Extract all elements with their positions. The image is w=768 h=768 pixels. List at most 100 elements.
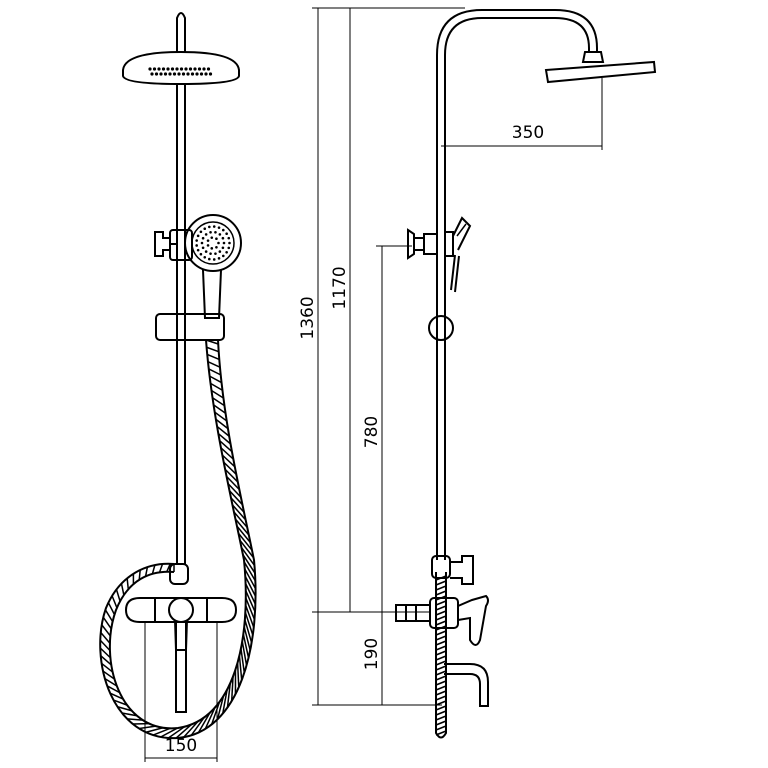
- hose-hatch-line: [102, 670, 115, 680]
- side-hose-hatch-line: [435, 655, 447, 661]
- side-hose: [435, 572, 447, 739]
- nozzle-dot: [190, 72, 195, 76]
- hose-hatch-line: [109, 692, 124, 700]
- hose-hatch-line: [228, 490, 243, 506]
- nozzle-dot: [221, 246, 225, 250]
- hose-hatch-line: [225, 475, 240, 491]
- front-hose-connector: [169, 563, 189, 585]
- hose-hatch-line: [197, 712, 211, 733]
- nozzle-dot: [227, 246, 231, 250]
- hose-hatch-line: [244, 619, 253, 643]
- hose-hatch-line: [138, 569, 141, 580]
- hose-hatch-line: [217, 432, 232, 445]
- nozzle-dot: [201, 236, 205, 240]
- dim-label-350: 350: [512, 123, 544, 143]
- side-hose-hatch-line: [435, 730, 447, 736]
- hose-hatch-line: [102, 616, 112, 630]
- hose-hatch-line: [245, 590, 256, 613]
- side-hose-hatch-line: [435, 590, 447, 596]
- hose-hatch-line: [152, 727, 171, 736]
- nozzle-dot: [172, 72, 177, 76]
- nozzle-dot: [204, 233, 208, 236]
- nozzle-dot: [204, 250, 208, 253]
- front-lower-bracket: [155, 313, 225, 341]
- nozzle-dot: [221, 236, 225, 240]
- dim-arm-reach: 350: [441, 78, 603, 150]
- rain-head-nozzles: [148, 67, 213, 76]
- hose-hatch-line: [239, 539, 255, 559]
- nozzle-dot: [157, 67, 161, 71]
- hose-hatch-line: [101, 662, 114, 673]
- hose-hatch-line: [207, 361, 221, 368]
- hose-hatch-line: [115, 589, 121, 602]
- nozzle-dot: [154, 72, 159, 76]
- nozzle-dot: [200, 241, 204, 245]
- nozzle-dot: [201, 246, 205, 250]
- hose-hatch-line: [215, 418, 229, 430]
- side-hose-hatch-line: [435, 675, 447, 681]
- hose-hatch-line: [209, 375, 222, 384]
- nozzle-dot: [206, 239, 210, 242]
- hose-hatch-line: [160, 727, 178, 738]
- nozzle-dot: [177, 72, 181, 76]
- hose-hatch-line: [213, 404, 226, 414]
- nozzle-dot: [206, 244, 210, 247]
- side-arm-inner: [444, 17, 590, 560]
- hose-hatch-line: [219, 440, 233, 453]
- nozzle-dot: [175, 67, 179, 71]
- hose-hatch-line: [100, 655, 112, 666]
- nozzle-dot: [215, 246, 218, 249]
- dim-label-1170: 1170: [330, 266, 350, 309]
- side-hose-hatch-line: [435, 700, 447, 706]
- nozzle-dot: [227, 236, 231, 240]
- nozzle-dot: [188, 67, 193, 71]
- hose-hatch-line: [214, 411, 228, 422]
- dim-inlet-spacing: 150: [144, 622, 218, 762]
- hose-hatch-line: [139, 725, 157, 730]
- side-hose-hatch-line: [435, 610, 447, 616]
- vertical-dimensions: 1360 1170 780 190: [298, 7, 465, 706]
- nozzle-dot: [210, 247, 214, 250]
- hose-hatch-line: [216, 425, 230, 437]
- hose-hatch-line: [237, 532, 253, 551]
- hose-hatch-line: [236, 662, 240, 688]
- hose-hatch-line: [206, 346, 219, 353]
- nozzle-dot: [203, 227, 207, 231]
- nozzle-dot: [170, 67, 175, 71]
- nozzle-dot: [199, 72, 204, 76]
- side-hose-hatch-line: [435, 660, 447, 666]
- nozzle-dot: [168, 72, 172, 76]
- nozzle-dot: [195, 244, 198, 247]
- nozzle-dot: [186, 72, 190, 76]
- nozzle-dot: [222, 241, 226, 245]
- nozzle-dot: [204, 72, 208, 76]
- nozzle-dot: [152, 67, 157, 71]
- side-hose-hatch-line: [435, 725, 447, 731]
- nozzle-dot: [203, 255, 207, 259]
- side-hose-hatch-line: [435, 695, 447, 701]
- side-hose-hatch-line: [435, 615, 447, 621]
- front-view: 150: [99, 12, 257, 762]
- nozzle-dot: [196, 248, 200, 252]
- hose-hatch-line: [208, 368, 222, 376]
- nozzle-dot: [195, 72, 199, 76]
- hose-hatch-line: [111, 595, 118, 609]
- hose-hatch-line: [210, 382, 223, 391]
- hose-hatch-line: [242, 634, 250, 659]
- side-diverter: [431, 555, 474, 585]
- hose-hatch-line: [211, 389, 224, 399]
- side-bath-spout: [444, 663, 489, 707]
- side-view: 350: [395, 9, 657, 739]
- hose-hatch-line: [221, 454, 236, 468]
- nozzle-dot: [208, 72, 213, 76]
- nozzle-dot: [218, 250, 222, 253]
- nozzle-dot: [208, 257, 211, 261]
- nozzle-dot: [218, 233, 222, 236]
- front-hose-hatch: [99, 339, 257, 739]
- hose-hatch-line: [244, 604, 255, 628]
- side-hose-hatch-line: [435, 705, 447, 711]
- hose-hatch-line: [175, 723, 193, 739]
- front-riser-top: [176, 12, 186, 52]
- hose-hatch-line: [230, 497, 245, 513]
- hose-hatch-line: [244, 612, 254, 636]
